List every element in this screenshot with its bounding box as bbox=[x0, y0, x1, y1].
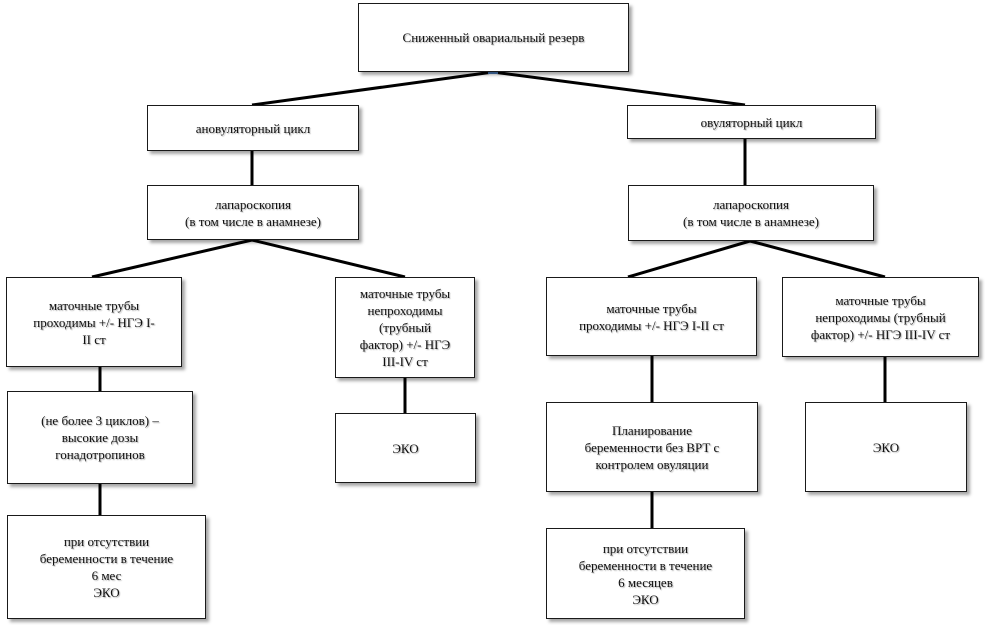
connector-root-anov bbox=[251, 70, 494, 107]
node-tubes-blocked-right: маточные трубы непроходимы (трубный факт… bbox=[782, 277, 979, 357]
node-no-pregnancy-right: при отсутствии беременности в течение 6 … bbox=[546, 528, 745, 619]
node-anovulatory-cycle: ановуляторный цикл bbox=[147, 105, 359, 151]
node-label: ЭКО bbox=[392, 440, 419, 456]
node-label: маточные трубы непроходимы (трубный факт… bbox=[359, 286, 451, 369]
node-tubes-passable-right: маточные трубы проходимы +/- НГЭ I-II ст bbox=[546, 277, 757, 356]
connector-lap-left-pass bbox=[91, 238, 253, 279]
node-label: маточные трубы проходимы +/- НГЭ I-II ст bbox=[579, 300, 724, 333]
node-label: при отсутствии беременности в течение 6 … bbox=[39, 534, 174, 600]
node-ivf-right: ЭКО bbox=[805, 402, 967, 492]
node-label: маточные трубы проходимы +/- НГЭ I- II с… bbox=[33, 297, 155, 347]
node-reduced-ovarian-reserve: Сниженный овариальный резерв bbox=[358, 3, 629, 72]
node-label: маточные трубы непроходимы (трубный факт… bbox=[810, 292, 951, 342]
node-label: Планирование беременности без ВРТ с конт… bbox=[584, 422, 720, 472]
node-ovulatory-cycle: овуляторный цикл bbox=[627, 105, 876, 139]
node-label: лапароскопия (в том числе в анамнезе) bbox=[185, 196, 321, 229]
connector-lap-right-pass bbox=[627, 239, 751, 279]
connector-lap-right-block bbox=[749, 239, 886, 279]
node-high-dose-gonadotropins: (не более 3 циклов) – высокие дозы гонад… bbox=[7, 391, 193, 484]
node-label: ЭКО bbox=[872, 439, 900, 455]
node-label: ановуляторный цикл bbox=[195, 120, 311, 136]
node-label: (не более 3 циклов) – высокие дозы гонад… bbox=[41, 413, 159, 462]
node-tubes-blocked-left: маточные трубы непроходимы (трубный факт… bbox=[335, 277, 475, 378]
node-label: при отсутствии беременности в течение 6 … bbox=[578, 540, 713, 607]
node-laparoscopy-left: лапароскопия (в том числе в анамнезе) bbox=[147, 185, 359, 240]
node-label: лапароскопия (в том числе в анамнезе) bbox=[683, 197, 819, 229]
node-tubes-passable-left: маточные трубы проходимы +/- НГЭ I- II с… bbox=[6, 277, 182, 367]
node-label: овуляторный цикл bbox=[700, 114, 803, 130]
node-no-pregnancy-left: при отсутствии беременности в течение 6 … bbox=[7, 515, 206, 619]
node-pregnancy-planning: Планирование беременности без ВРТ с конт… bbox=[546, 402, 758, 492]
connector-root-ov bbox=[492, 70, 746, 107]
node-laparoscopy-right: лапароскопия (в том числе в анамнезе) bbox=[628, 185, 874, 241]
connector-lap-left-block bbox=[251, 238, 406, 279]
node-label: Сниженный овариальный резерв bbox=[402, 30, 585, 45]
node-ivf-left: ЭКО bbox=[335, 413, 476, 483]
